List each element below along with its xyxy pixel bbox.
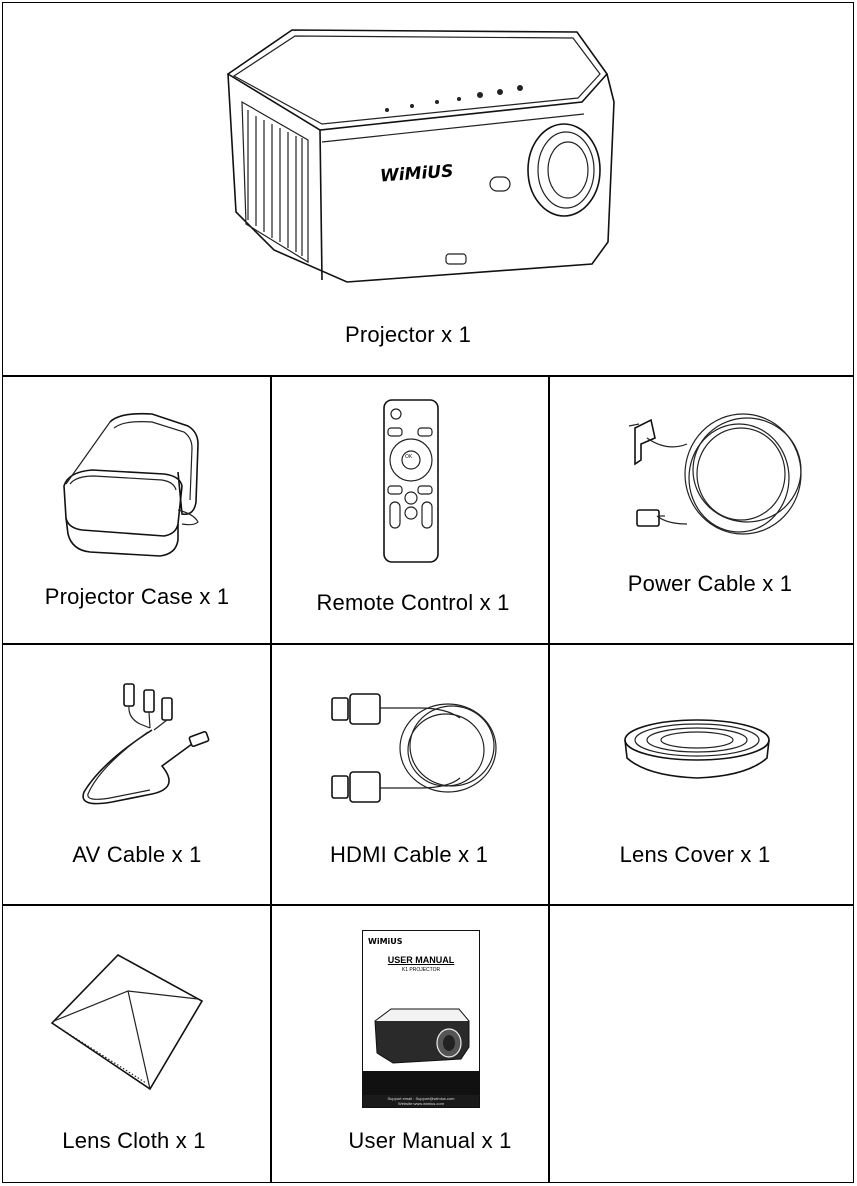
- row-divider: [3, 643, 853, 645]
- cell-av-cable: AV Cable x 1: [2, 642, 270, 903]
- manual-footer: Support email : Support@wimius.com Websi…: [363, 1095, 479, 1107]
- cell-hdmi-cable: HDMI Cable x 1: [270, 642, 547, 903]
- row-divider: [3, 904, 853, 906]
- item-label: Projector x 1: [344, 322, 472, 347]
- cell-projector-case: Projector Case x 1: [2, 374, 270, 642]
- power-cable-illustration: [628, 413, 802, 535]
- user-manual-booklet: WiMiUS USER MANUAL K1 PROJECTOR Support …: [362, 930, 480, 1108]
- cell-lens-cover: Lens Cover x 1: [547, 642, 854, 903]
- item-label: Remote Control x 1: [316, 590, 510, 615]
- cell-lens-cloth: Lens Cloth x 1: [2, 903, 270, 1183]
- remote-ok-label: OK: [405, 454, 413, 460]
- cell-user-manual: WiMiUS USER MANUAL K1 PROJECTOR Support …: [270, 903, 547, 1183]
- manual-website: Website:www.wimius.com: [398, 1101, 444, 1106]
- manual-dark-band: [363, 1071, 479, 1095]
- item-label: HDMI Cable x 1: [329, 842, 489, 867]
- lens-cover-illustration: [624, 719, 770, 779]
- item-label: User Manual x 1: [348, 1128, 512, 1153]
- projector-case-illustration: [63, 412, 199, 557]
- cell-power-cable: Power Cable x 1: [547, 374, 854, 642]
- cell-empty: [547, 903, 854, 1183]
- hdmi-cable-illustration: [331, 693, 497, 803]
- item-label: Projector Case x 1: [44, 584, 230, 609]
- manual-projector-image: [374, 1008, 470, 1064]
- manual-brand: WiMiUS: [368, 937, 403, 946]
- av-cable-illustration: [82, 683, 210, 805]
- lens-cloth-illustration: [50, 954, 204, 1091]
- row-divider: [3, 375, 853, 377]
- projector-illustration: WiMiUS: [226, 29, 615, 283]
- item-label: Lens Cover x 1: [619, 842, 771, 867]
- cell-projector: WiMiUS Projector x 1: [2, 2, 854, 374]
- cell-remote-control: OK Remote Control x 1: [270, 374, 547, 642]
- item-label: Lens Cloth x 1: [62, 1128, 206, 1153]
- column-divider: [548, 375, 550, 1182]
- manual-support-email: Support email : Support@wimius.com: [387, 1096, 455, 1101]
- item-label: AV Cable x 1: [72, 842, 202, 867]
- projector-brand: WiMiUS: [379, 161, 454, 186]
- manual-title: USER MANUAL: [387, 955, 455, 965]
- remote-control-illustration: OK: [383, 399, 439, 563]
- manual-subtitle: K1 PROJECTOR: [401, 967, 441, 973]
- column-divider: [270, 375, 272, 1182]
- item-label: Power Cable x 1: [627, 571, 793, 596]
